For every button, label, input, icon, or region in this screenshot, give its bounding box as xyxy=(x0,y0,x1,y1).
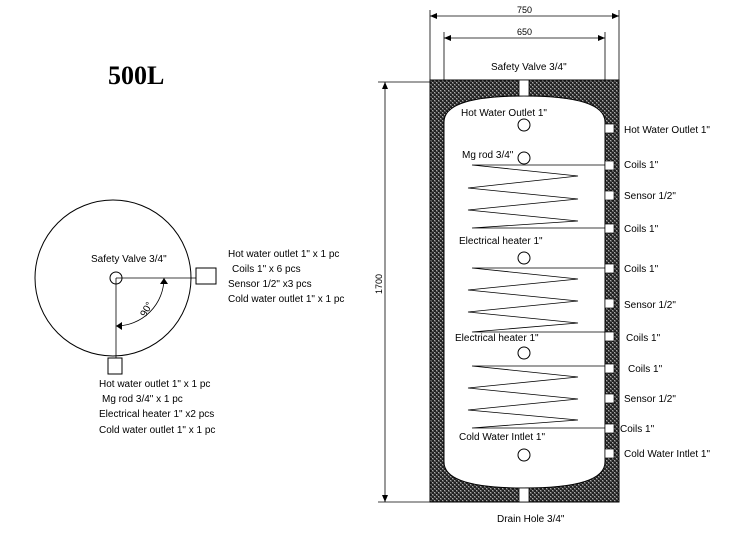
label-hot-water-outlet: Hot Water Outlet 1" xyxy=(624,125,710,136)
heater-port-1 xyxy=(517,251,531,265)
bottom-callouts: Hot water outlet 1" x 1 pc Mg rod 3/4" x… xyxy=(99,379,215,436)
angle-label: 90° xyxy=(139,300,156,319)
label-cold-water-inlet: Cold Water Intlet 1" xyxy=(624,449,710,460)
callout-hot-outlet-2: Hot water outlet 1" x 1 pc xyxy=(99,379,210,390)
drain-port xyxy=(518,487,530,503)
arc-arrow-bottom xyxy=(116,322,122,330)
hot-outlet-inner-label: Hot Water Outlet 1" xyxy=(461,108,547,119)
cold-inlet-inner-label: Cold Water Intlet 1" xyxy=(459,432,545,443)
coil-1 xyxy=(467,164,605,229)
bottom-port xyxy=(107,357,123,375)
callout-sensor: Sensor 1/2" x3 pcs xyxy=(228,279,312,290)
angle-arc xyxy=(115,277,165,327)
dim-outer-width: 750 xyxy=(517,5,532,15)
label-coils-6: Coils 1" xyxy=(620,424,655,435)
drain-hole-label: Drain Hole 3/4" xyxy=(497,514,565,525)
label-coils-2: Coils 1" xyxy=(624,224,659,235)
hot-outlet-port xyxy=(517,118,531,132)
label-sensor-1: Sensor 1/2" xyxy=(624,191,676,202)
dim-height: 1700 xyxy=(374,274,384,294)
dim-inner-width: 650 xyxy=(517,27,532,37)
callout-coils: Coils 1" x 6 pcs xyxy=(232,264,301,275)
safety-valve-label: Safety Valve 3/4" xyxy=(491,62,567,73)
mg-rod-port xyxy=(517,151,531,165)
cold-inlet-port xyxy=(517,448,531,462)
label-coils-5: Coils 1" xyxy=(628,364,663,375)
label-sensor-2: Sensor 1/2" xyxy=(624,300,676,311)
callout-mg-rod: Mg rod 3/4" x 1 pc xyxy=(102,394,183,405)
arc-arrow-right xyxy=(160,278,168,284)
right-port xyxy=(195,267,217,285)
label-sensor-3: Sensor 1/2" xyxy=(624,394,676,405)
heater-port-2 xyxy=(517,346,531,360)
callout-cold-outlet: Cold water outlet 1" x 1 pc xyxy=(228,294,344,305)
coil-2 xyxy=(467,267,605,333)
side-view: 750 650 1700 Safety Valve 3/4" Drain Hol… xyxy=(374,5,710,525)
mg-rod-label: Mg rod 3/4" xyxy=(462,150,514,161)
callout-heater: Electrical heater 1" x2 pcs xyxy=(99,409,214,420)
top-view: Safety Valve 3/4" 90° Hot water outlet 1… xyxy=(34,199,344,436)
label-coils-4: Coils 1" xyxy=(626,333,661,344)
safety-valve-port xyxy=(518,79,530,97)
callout-cold-outlet-2: Cold water outlet 1" x 1 pc xyxy=(99,425,215,436)
right-ports xyxy=(604,123,615,459)
label-coils-1: Coils 1" xyxy=(624,160,659,171)
callout-hot-outlet: Hot water outlet 1" x 1 pc xyxy=(228,249,339,260)
center-label: Safety Valve 3/4" xyxy=(91,254,167,265)
label-coils-3: Coils 1" xyxy=(624,264,659,275)
heater-2-label: Electrical heater 1" xyxy=(455,333,539,344)
heater-1-label: Electrical heater 1" xyxy=(459,236,543,247)
page-title: 500L xyxy=(108,61,164,90)
right-side-labels: Hot Water Outlet 1" Coils 1" Sensor 1/2"… xyxy=(620,125,710,460)
coil-3 xyxy=(467,365,605,429)
right-callouts: Hot water outlet 1" x 1 pc Coils 1" x 6 … xyxy=(228,249,344,305)
